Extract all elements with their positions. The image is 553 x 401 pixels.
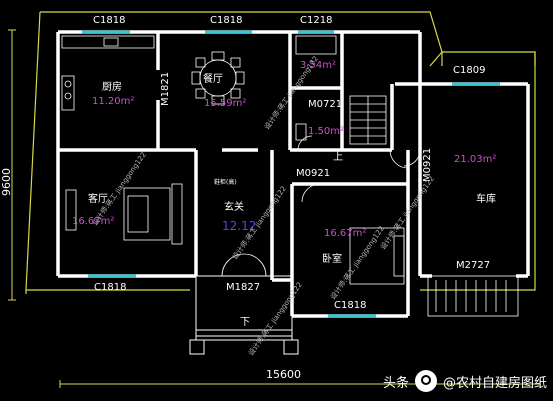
windows (82, 30, 500, 318)
step-down-label: 下 (240, 317, 250, 328)
window-label-top-mid: C1818 (210, 15, 242, 26)
walls (56, 30, 530, 318)
sofa-set (65, 183, 183, 245)
dimension-lines (8, 29, 541, 388)
dimension-width: 15600 (266, 368, 301, 381)
staircase (349, 95, 387, 145)
door-label-entrance: M1827 (226, 282, 260, 293)
room-area-garage: 21.03m² (454, 154, 496, 165)
door-label-bath: M0721 (308, 99, 342, 110)
shoe-cabinet-label: 鞋柜(高) (214, 178, 237, 186)
room-area-dining: 15.59m² (204, 98, 246, 109)
dining-table (191, 51, 245, 105)
room-area-living: 16.67m² (72, 216, 114, 227)
bath-fixtures (295, 35, 337, 141)
room-area-bath: 3.54m² (300, 60, 336, 71)
door-label-garage: M0921 (422, 148, 433, 182)
room-area-kitchen: 11.20m² (92, 96, 134, 107)
account-label: @农村自建房图纸 (442, 375, 547, 391)
room-area-wc: 1.50m² (308, 126, 344, 137)
window-label-top-right: C1218 (300, 15, 332, 26)
room-area-bedroom: 16.67m² (324, 228, 366, 239)
window-label-top-left: C1818 (93, 15, 125, 26)
room-name-kitchen: 厨房 (102, 80, 122, 93)
watermark: 设计师:蒋工 jianggong122 (90, 150, 148, 227)
room-name-bedroom: 卧室 (322, 252, 342, 265)
window-label-bottom-mid: C1818 (334, 300, 366, 311)
source-footer: 头条 @农村自建房图纸 (383, 367, 547, 395)
room-name-foyer: 玄关 (224, 200, 244, 213)
room-area-foyer: 12.12 (222, 219, 256, 233)
avatar (414, 370, 437, 392)
window-label-bottom-left: C1818 (94, 282, 126, 293)
door-label-kitchen: M1821 (160, 72, 171, 106)
source-label: 头条 (382, 375, 409, 391)
entrance-porch (189, 275, 299, 355)
room-name-dining: 餐厅 (203, 72, 223, 85)
room-name-garage: 车库 (476, 192, 496, 205)
roof-outline (25, 11, 536, 294)
bed (349, 227, 405, 285)
stair-up-label: 上 (333, 151, 343, 163)
kitchen-fixtures (61, 35, 155, 111)
dimension-height: 9600 (0, 168, 13, 196)
window-label-garage: C1809 (453, 65, 485, 76)
garage-ramp (427, 275, 519, 317)
door-label-bedroom: M0921 (296, 168, 330, 179)
door-label-garage-main: M2727 (456, 260, 490, 271)
door-swings (221, 135, 421, 277)
room-name-living: 客厅 (88, 192, 108, 205)
